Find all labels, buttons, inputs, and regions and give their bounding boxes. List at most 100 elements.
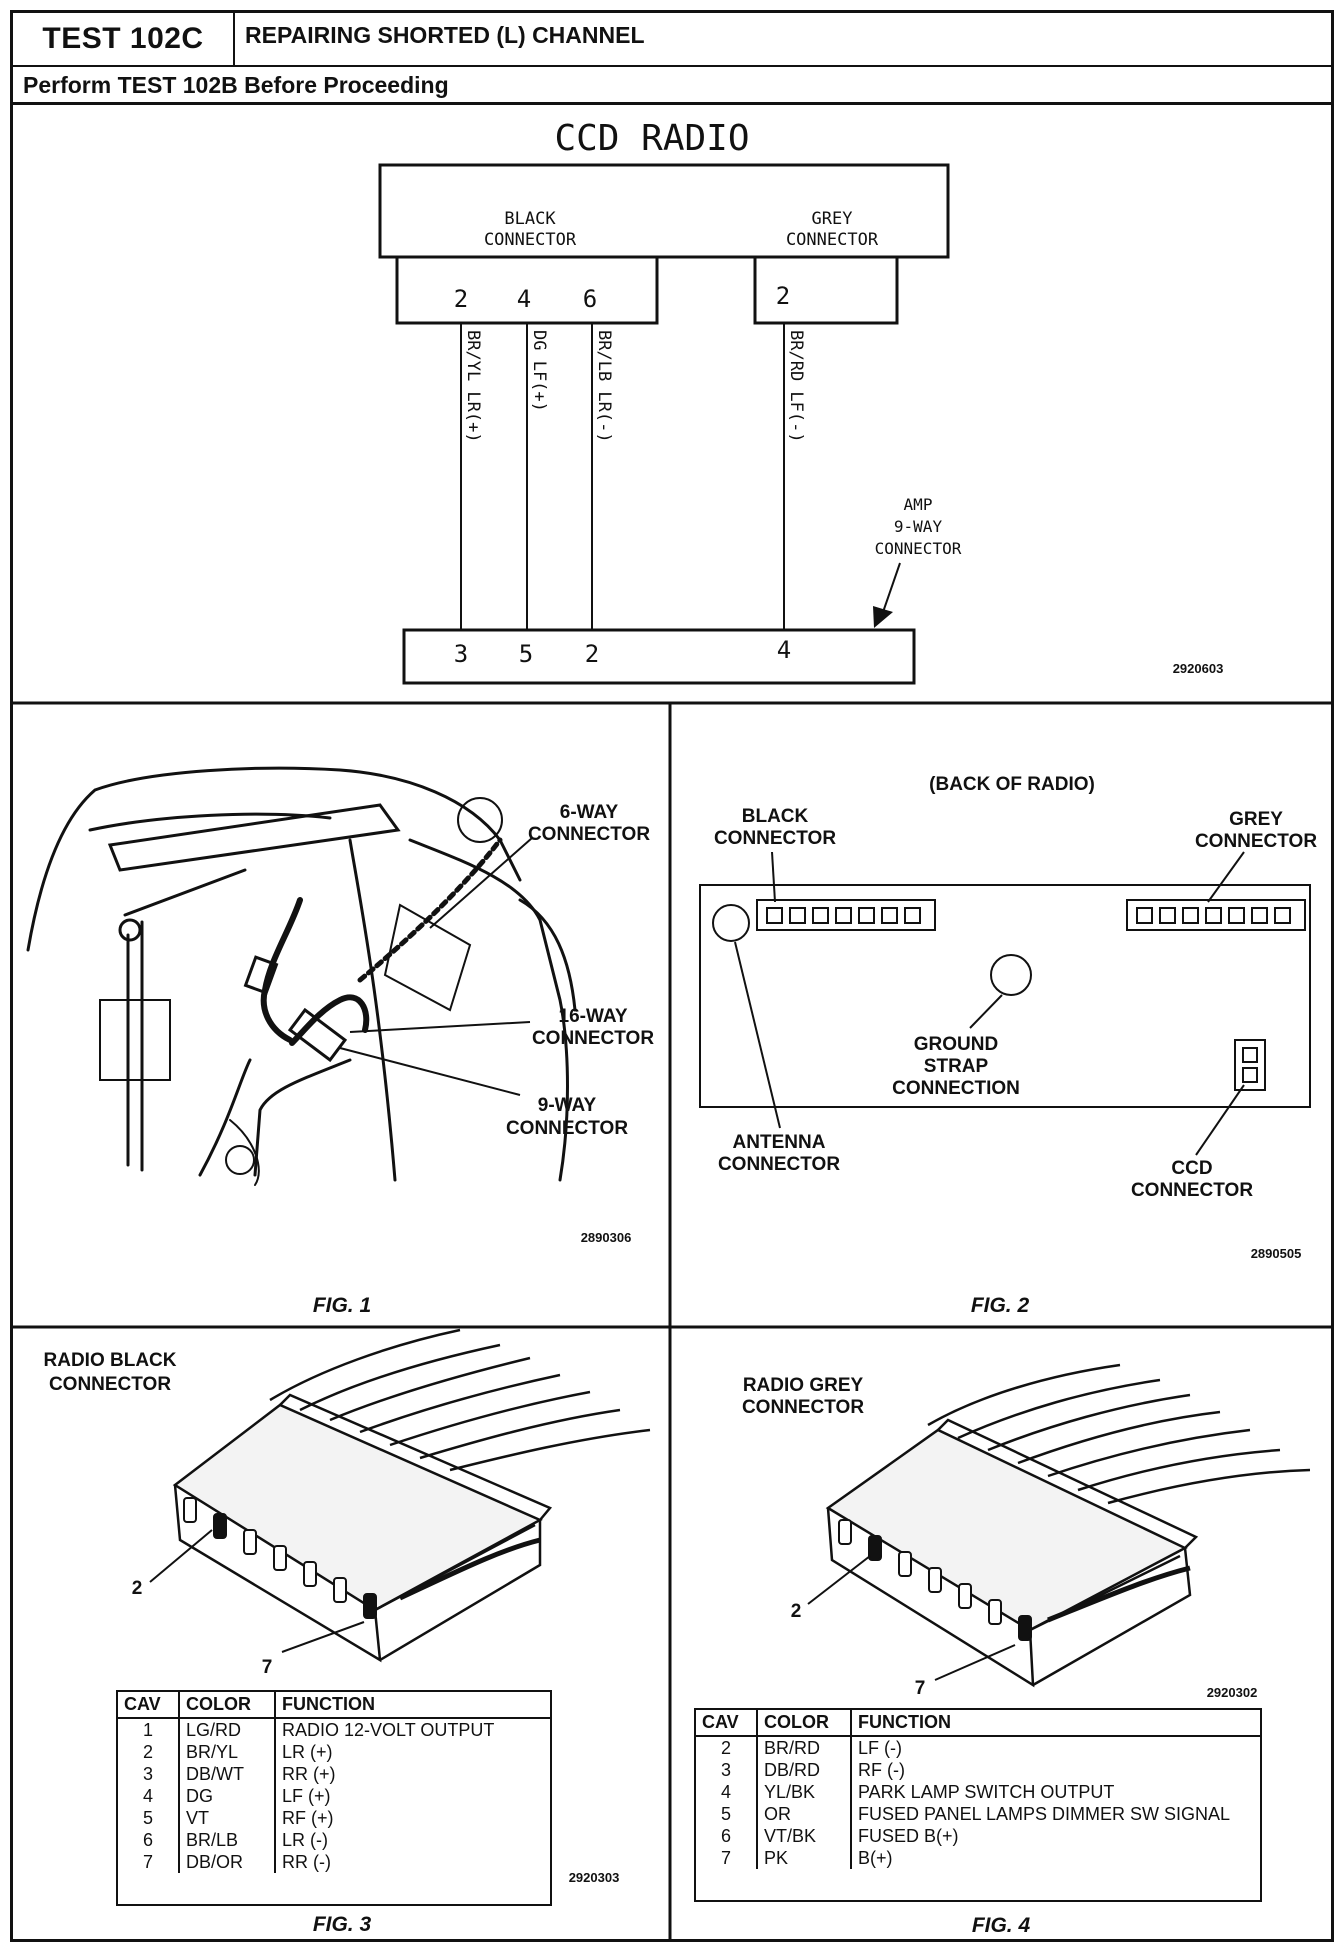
dash-outline [26, 766, 522, 952]
fig1-label-16way-2: CONNECTOR [532, 1028, 654, 1049]
fig3-connector [172, 1328, 651, 1663]
amp-pin-5: 5 [519, 640, 533, 668]
fig3-cav-cell: 7 [118, 1851, 180, 1873]
fig2-label-antenna-1: ANTENNA [733, 1132, 826, 1153]
fig1-label-6way-2: CONNECTOR [528, 824, 650, 845]
radio-body [378, 163, 950, 259]
fig3-function-cell: RR (-) [282, 1852, 331, 1872]
pin-cavity [1018, 1615, 1032, 1641]
fig3-function-cell: RR (+) [282, 1764, 336, 1784]
fig3-callout-lines [149, 1529, 365, 1653]
fig3-cav-cell: 3 [118, 1763, 180, 1785]
fig4-function-cell: RF (-) [858, 1760, 905, 1780]
fig3-label-1: RADIO BLACK [44, 1350, 177, 1371]
amp-label-3: CONNECTOR [875, 539, 962, 558]
fig3-part-number: 2920303 [569, 1870, 620, 1885]
black-connector-slot [812, 907, 829, 924]
pin-cavity [868, 1535, 882, 1561]
bracket [383, 903, 472, 1012]
fig4-col-cav: CAV [696, 1710, 758, 1737]
fig3-pin-cavities [183, 1497, 377, 1619]
wire-harness [260, 897, 303, 1043]
title-row: TEST 102C REPAIRING SHORTED (L) CHANNEL [13, 13, 1331, 67]
black-connector-slot [766, 907, 783, 924]
fig4-caption: FIG. 4 [972, 1914, 1031, 1937]
fig4-color-cell: VT/BK [757, 1825, 852, 1847]
test-title: REPAIRING SHORTED (L) CHANNEL [245, 22, 645, 48]
grey-connector-slot [1251, 907, 1268, 924]
fig1-callouts [339, 837, 533, 1096]
pin-cavity [898, 1551, 912, 1577]
fig3-function-cell: LR (+) [282, 1742, 333, 1762]
harness-junction [287, 1007, 348, 1063]
pin-cavity [303, 1561, 317, 1587]
fig4-callout-lines [807, 1555, 1016, 1681]
wire-label-br-rd: BR/RD LF(-) [786, 330, 806, 443]
fig4-color-cell: BR/RD [757, 1736, 852, 1759]
fig3-function-cell: LR (-) [282, 1830, 328, 1850]
fig3-function-cell: RF (+) [282, 1808, 334, 1828]
amp-label-2: 9-WAY [894, 517, 943, 536]
fig3-color-cell: DB/OR [179, 1851, 276, 1873]
grey-connector-slot [1159, 907, 1176, 924]
pin-cavity [988, 1599, 1002, 1625]
pin-cavity [333, 1577, 347, 1603]
grey-pin-2: 2 [776, 282, 790, 310]
fig4-label-2: CONNECTOR [742, 1397, 864, 1418]
grey-connector-slot [1182, 907, 1199, 924]
fig2-label-black-2: CONNECTOR [714, 828, 836, 849]
fig4-part-number: 2920302 [1207, 1685, 1258, 1700]
pin-cavity [928, 1567, 942, 1593]
fig3-color-cell: BR/YL [179, 1741, 276, 1763]
fig4-connector [825, 1363, 1311, 1688]
fig4-callout-2: 2 [791, 1601, 802, 1622]
fig1-label-6way-1: 6-WAY [560, 802, 619, 823]
fig2-label-ground-2: STRAP [924, 1056, 989, 1077]
fig3-color-cell: DB/WT [179, 1763, 276, 1785]
fig3-cav-cell: 2 [118, 1741, 180, 1763]
fig2-label-grey-2: CONNECTOR [1195, 831, 1317, 852]
dash-vent [107, 803, 401, 872]
fig3-caption: FIG. 3 [313, 1913, 372, 1936]
diagram-part-number: 2920603 [1173, 661, 1224, 676]
fig4-col-function: FUNCTION [851, 1710, 1260, 1737]
fig1-caption: FIG. 1 [313, 1294, 371, 1317]
fig4-color-cell: YL/BK [757, 1781, 852, 1803]
fig3-color-cell: LG/RD [179, 1718, 276, 1741]
fig4-cav-cell: 2 [696, 1736, 758, 1759]
fig3-color-cell: BR/LB [179, 1829, 276, 1851]
fig3-cav-cell: 1 [118, 1718, 180, 1741]
black-connector-slot [881, 907, 898, 924]
fig2-label-ground-1: GROUND [914, 1034, 998, 1055]
amp-connector-block [402, 628, 916, 685]
black-connector-slot [904, 907, 921, 924]
fig4-cav-cell: 4 [696, 1781, 758, 1803]
amp-arrow-shaft [881, 562, 901, 616]
black-connector-slot [835, 907, 852, 924]
fig3-color-cell: VT [179, 1807, 276, 1829]
grey-connector-slot [1136, 907, 1153, 924]
fig4-function-cell: B(+) [858, 1848, 893, 1868]
grey-connector-block [753, 255, 899, 325]
fig3-function-cell: RADIO 12-VOLT OUTPUT [282, 1720, 495, 1740]
test-id: TEST 102C [13, 13, 235, 65]
amp-arrow-head [873, 606, 893, 628]
black-pin-2: 2 [454, 285, 468, 313]
fig4-function-cell: FUSED B(+) [858, 1826, 959, 1846]
black-connector-label-1: BLACK [504, 209, 556, 229]
fig3-label-2: CONNECTOR [49, 1374, 171, 1395]
fig1-label-9way-2: CONNECTOR [506, 1118, 628, 1139]
fig3-col-function: FUNCTION [275, 1692, 550, 1719]
black-pin-6: 6 [583, 285, 597, 313]
pin-cavity [273, 1545, 287, 1571]
amp-pin-2: 2 [585, 640, 599, 668]
fig3-cav-cell: 5 [118, 1807, 180, 1829]
side-panel [99, 999, 171, 1081]
